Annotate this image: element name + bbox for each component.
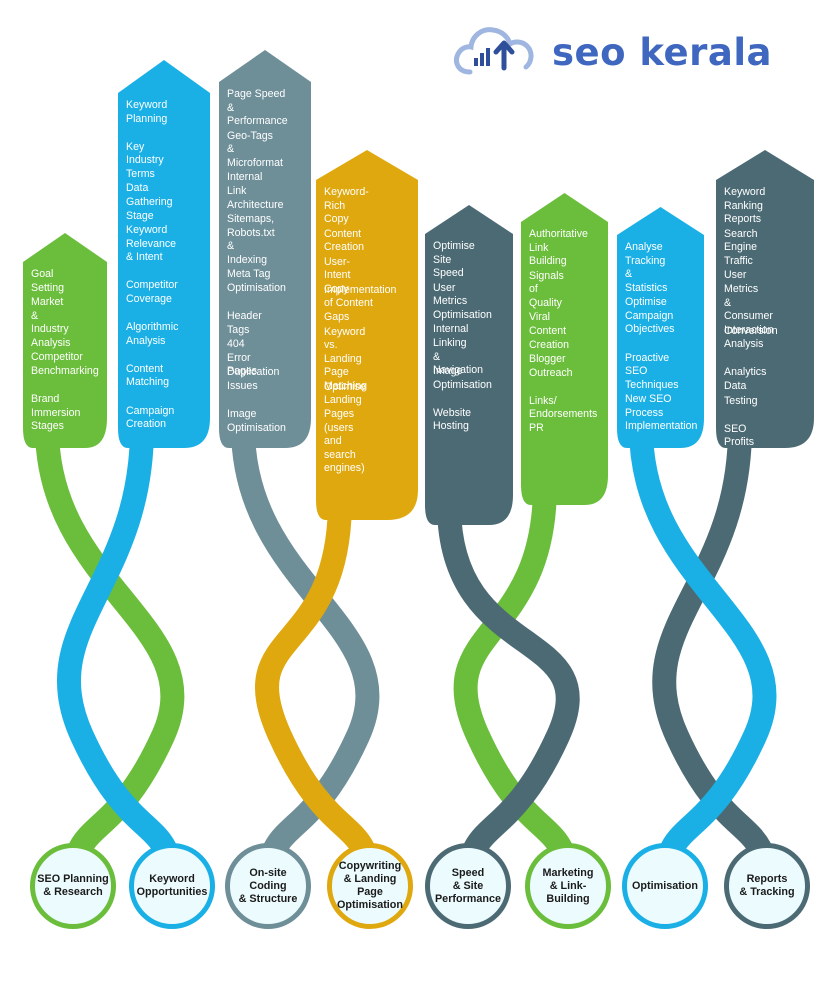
list-item: Analyse Tracking & Statistics xyxy=(625,241,668,294)
node-marketing: Marketing & Link-Building xyxy=(525,843,611,929)
brand-logo: seo kerala xyxy=(452,18,812,86)
list-item: User Metrics & Consumer Interaction xyxy=(724,269,774,336)
list-item: New SEO Process Implementation xyxy=(625,393,698,433)
node-speed: Speed & Site Performance xyxy=(425,843,511,929)
list-item: Internal Linking & Navigation xyxy=(433,323,484,377)
list-item: Algorithmic Analysis xyxy=(126,321,179,347)
column-onsite-coding xyxy=(219,50,311,448)
ribbon-optimisation xyxy=(629,416,777,898)
list-item: Signals of Quality xyxy=(529,269,564,309)
list-item: Keyword Ranking Reports xyxy=(724,186,766,226)
ribbon-onsite-coding xyxy=(231,416,380,898)
ribbon-marketing xyxy=(453,473,580,898)
list-item: Search Engine Traffic xyxy=(724,227,758,267)
list-item: Competitor Coverage xyxy=(126,279,178,305)
list-item: Optimise Campaign Objectives xyxy=(625,296,675,336)
list-item: Meta Tag Optimisation xyxy=(227,268,286,294)
list-item: Conversion Analysis xyxy=(724,324,778,351)
list-item: 404 Error Pages xyxy=(227,338,258,378)
list-item: Optimise Site Speed xyxy=(433,240,475,280)
column-marketing xyxy=(521,193,608,505)
node-optimisation: Optimisation xyxy=(622,843,708,929)
column-seo-planning xyxy=(23,233,107,448)
list-item: Sitemaps, Robots.txt & Indexing xyxy=(227,213,275,266)
ribbon-reports xyxy=(652,416,779,898)
column-speed xyxy=(425,205,513,525)
list-item: Image Optimisation xyxy=(433,365,492,391)
ribbon-speed xyxy=(437,493,580,898)
list-item: Duplication Issues xyxy=(227,366,280,392)
list-item: Testing xyxy=(724,394,758,407)
list-item: Key Industry Terms xyxy=(126,140,164,180)
list-item: Goal Setting xyxy=(31,268,64,294)
cloud-upload-icon xyxy=(454,27,534,75)
list-item: Campaign Creation xyxy=(126,404,175,431)
list-item: Implementation of Content Gaps xyxy=(324,283,397,324)
list-item: User Metrics Optimisation xyxy=(433,281,492,321)
list-item: Blogger Outreach xyxy=(529,353,573,379)
list-item: Content Matching xyxy=(126,362,169,389)
list-item: Keyword Planning xyxy=(126,99,168,125)
ribbon-copywriting xyxy=(255,488,382,898)
list-item: Analytics Data xyxy=(724,366,767,392)
list-item: Internal Link Architecture xyxy=(227,171,284,211)
column-keyword-opportunities xyxy=(118,60,210,448)
list-item: Header Tags xyxy=(227,310,262,336)
list-item: Data Gathering Stage xyxy=(126,182,173,222)
ribbon-seo-planning xyxy=(35,416,185,898)
node-onsite-coding: On-site Coding & Structure xyxy=(225,843,311,929)
list-item: Page Speed & Performance xyxy=(227,88,288,128)
list-item: Keyword vs. Landing Page Matching xyxy=(324,325,367,392)
list-item: Keyword-Rich Copy xyxy=(324,186,369,226)
list-item: Optimise Landing Pages (users and search… xyxy=(324,380,366,475)
list-item: Links/ Endorsements PR xyxy=(529,394,598,434)
column-optimisation xyxy=(617,207,704,448)
list-item: SEO Profits xyxy=(724,422,755,449)
list-item: Market & Industry Analysis xyxy=(31,296,71,349)
column-copywriting xyxy=(316,150,418,520)
list-item: Geo-Tags & Microformat xyxy=(227,129,283,169)
node-keyword-opportunities: Keyword Opportunities xyxy=(129,843,215,929)
ribbon-keyword-opportunities xyxy=(57,416,184,898)
list-item: Website Hosting xyxy=(433,406,472,433)
list-item: Content Creation xyxy=(324,227,365,254)
brand-name: seo kerala xyxy=(552,30,772,74)
list-item: Competitor Benchmarking xyxy=(31,351,99,377)
node-copywriting: Copywriting & Landing Page Optimisation xyxy=(327,843,413,929)
list-item: Image Optimisation xyxy=(227,408,286,434)
list-item: Authoritative Link Building xyxy=(529,228,588,268)
list-item: Proactive SEO Techniques xyxy=(625,351,679,391)
list-item: Keyword Relevance & Intent xyxy=(126,224,177,264)
node-seo-planning: SEO Planning & Research xyxy=(30,843,116,929)
list-item: Brand Immersion Stages xyxy=(31,393,81,433)
node-reports: Reports & Tracking xyxy=(724,843,810,929)
column-reports xyxy=(716,150,814,448)
list-item: Viral Content Creation xyxy=(529,311,570,351)
list-item: User-Intent Copy xyxy=(324,255,351,295)
